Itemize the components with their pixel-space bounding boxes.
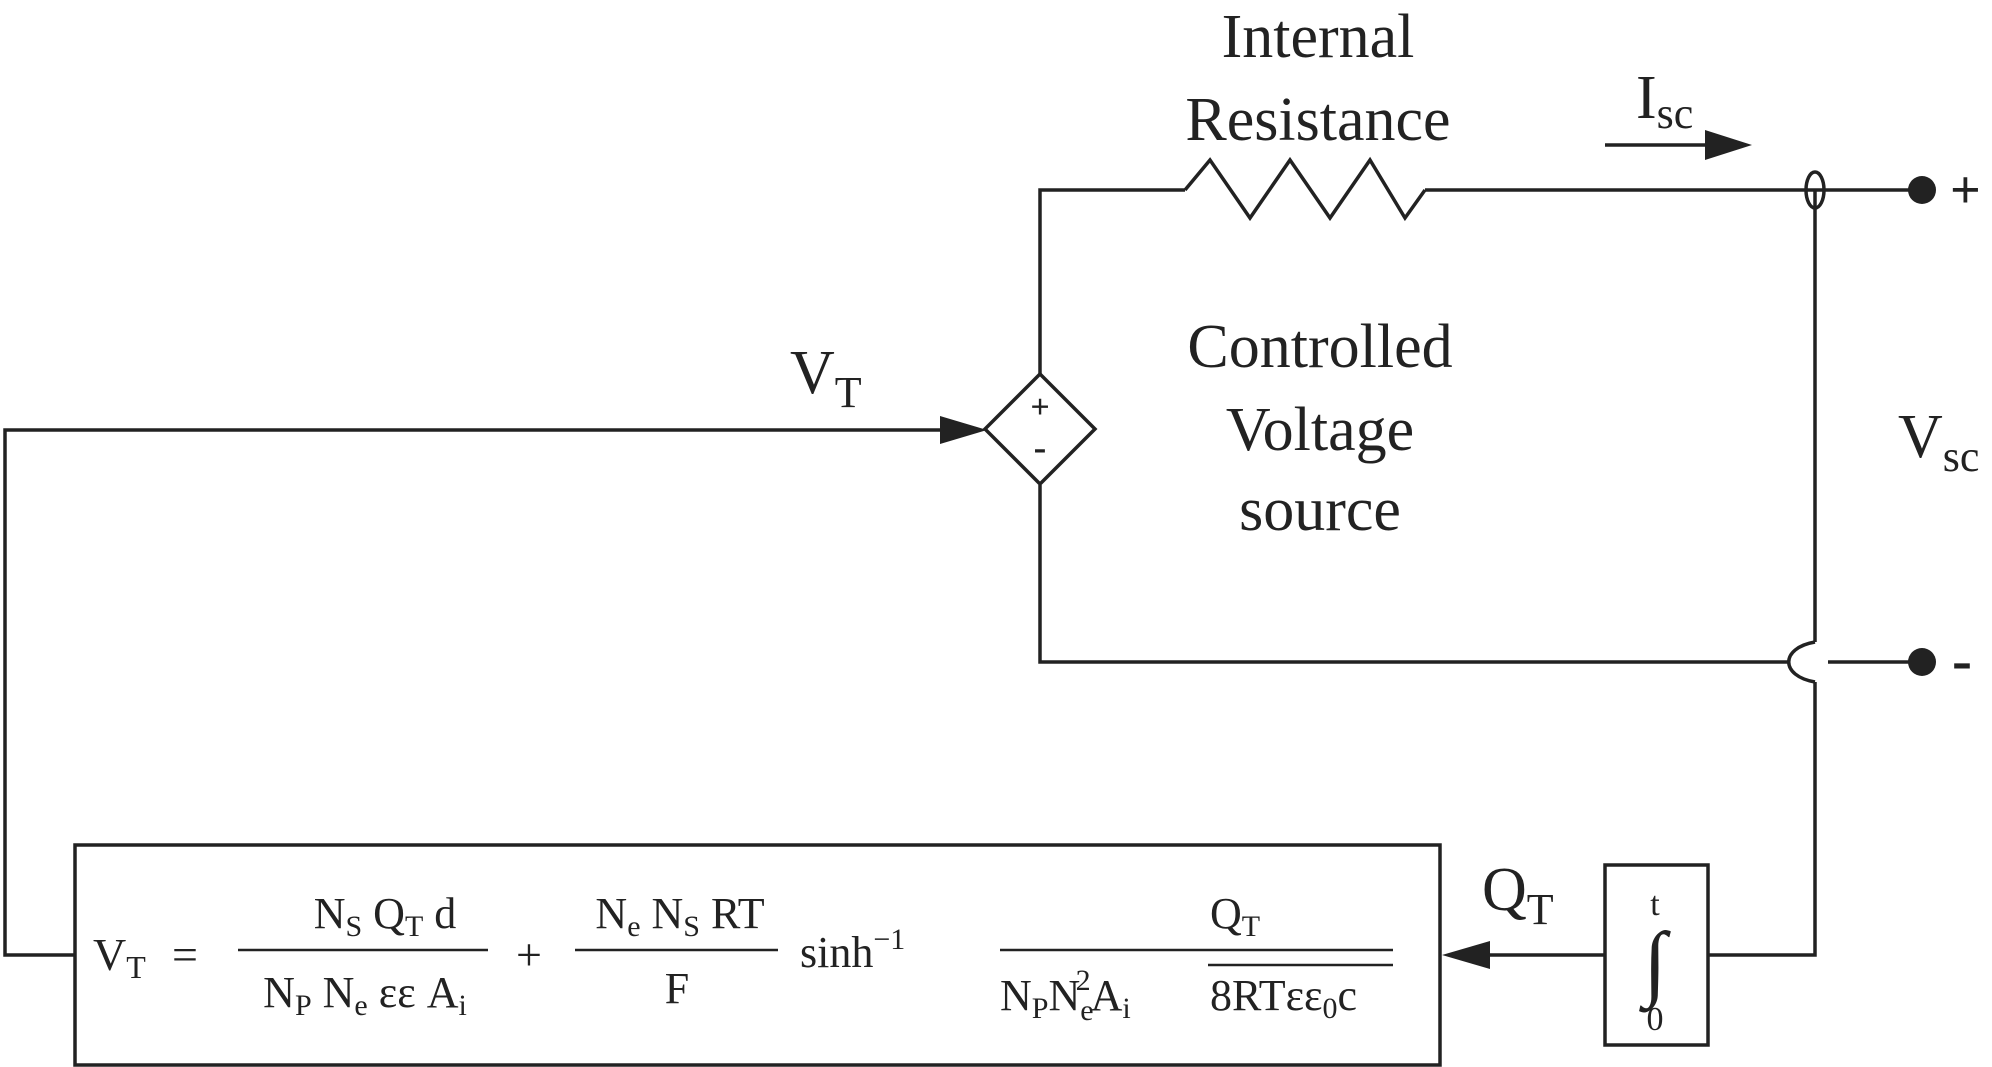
equation-term: N: [263, 968, 295, 1017]
equation-term: Q: [1210, 889, 1242, 938]
wire-top-left: [1038, 188, 1185, 430]
resistor-label-line1: Internal: [1222, 3, 1415, 71]
vsc-label: Vsc: [1898, 403, 1979, 481]
integrator-upper-limit: t: [1650, 886, 1660, 923]
equation-plus: +: [516, 929, 542, 980]
equation-equals: =: [172, 929, 198, 980]
equation-term: d: [423, 889, 456, 938]
equation-term: N: [314, 889, 346, 938]
frac3-denominator-right: 8RTεε0c: [1210, 971, 1357, 1025]
wire-feedback: [3, 428, 945, 957]
equation-term: S: [683, 910, 700, 943]
frac3-numerator: QT: [1210, 889, 1260, 943]
equation-term: RT: [700, 889, 765, 938]
equation-term: c: [1338, 971, 1358, 1020]
equation-term: N: [641, 889, 684, 938]
equation-term: N: [312, 968, 355, 1017]
equation-box: [73, 843, 1442, 1067]
current-label-main: I: [1636, 64, 1657, 132]
qt-label-main: Q: [1482, 856, 1527, 924]
integrator-lower-limit: 0: [1647, 1001, 1664, 1038]
resistor-label-line2: Resistance: [1185, 86, 1450, 154]
vt-arrow-head: [940, 416, 987, 444]
equation-term: e: [354, 989, 367, 1022]
frac1-denominator: NP Ne εε Ai: [263, 968, 467, 1022]
qt-label: QT: [1482, 856, 1554, 934]
qt-arrow-head: [1442, 941, 1490, 969]
current-sensor: [1804, 170, 1826, 210]
vsc-label-main: V: [1898, 403, 1943, 471]
controlled-voltage-source: [982, 371, 1098, 487]
equation-term: 0: [1323, 992, 1338, 1025]
equation-lhs: VT: [93, 929, 146, 985]
current-label: Isc: [1636, 64, 1693, 138]
vt-label-sub: T: [835, 368, 862, 417]
source-plus-sign: +: [1030, 389, 1049, 426]
equation-term: e: [1080, 994, 1093, 1027]
equation-term: 2: [1076, 964, 1091, 997]
wire-sense-lower: [1708, 682, 1817, 957]
vt-label: VT: [790, 339, 862, 417]
frac3-denominator-left: NPNe2Ai: [1000, 964, 1131, 1027]
wire-crossover-hop: [1787, 640, 1816, 684]
equation-term: T: [1242, 910, 1260, 943]
frac2-numerator: Ne NS RT: [595, 889, 764, 943]
positive-terminal-label: +: [1950, 160, 1981, 220]
equation-term: εε A: [368, 968, 459, 1017]
equation-function-sup: −1: [873, 923, 905, 956]
source-label-line3: source: [1239, 476, 1401, 544]
vsc-label-sub: sc: [1943, 432, 1980, 481]
current-label-sub: sc: [1657, 89, 1694, 138]
source-minus-sign: -: [1034, 427, 1047, 469]
equation-lhs-sub: T: [126, 949, 146, 985]
wire-bottom: [1038, 485, 1788, 664]
equation-term: T: [405, 910, 423, 943]
source-label-line2: Voltage: [1226, 396, 1414, 464]
equation-term: 8RTεε: [1210, 971, 1323, 1020]
equation: VT = NS QT d NP Ne εε Ai + Ne NS RT F si…: [93, 889, 1393, 1027]
integral-icon: ∫: [1638, 916, 1671, 1013]
equation-term: e: [627, 910, 640, 943]
equation-term: i: [458, 989, 466, 1022]
negative-terminal: [1908, 648, 1936, 676]
equation-function: sinh−1: [800, 923, 905, 977]
frac1-numerator: NS QT d: [314, 889, 457, 943]
equation-term: i: [1122, 992, 1130, 1025]
qt-label-sub: T: [1527, 885, 1554, 934]
vt-label-main: V: [790, 339, 835, 407]
negative-terminal-label: -: [1952, 627, 1972, 693]
integrator-block: [1603, 863, 1710, 1047]
equation-term: S: [345, 910, 362, 943]
equation-term: P: [1032, 992, 1049, 1025]
equation-term: N: [595, 889, 627, 938]
equation-lhs-main: V: [93, 929, 126, 980]
equation-term: P: [295, 989, 312, 1022]
equation-term: A: [1091, 971, 1123, 1020]
equation-term: Q: [362, 889, 405, 938]
equation-function-name: sinh: [800, 928, 873, 977]
equation-term: N: [1048, 971, 1080, 1020]
current-arrow-head: [1705, 130, 1752, 160]
internal-resistor: [1183, 156, 1427, 222]
equation-term: N: [1000, 971, 1032, 1020]
positive-terminal: [1908, 176, 1936, 204]
frac2-denominator: F: [665, 964, 689, 1013]
wires: [3, 156, 1920, 957]
source-label-line1: Controlled: [1187, 313, 1452, 381]
